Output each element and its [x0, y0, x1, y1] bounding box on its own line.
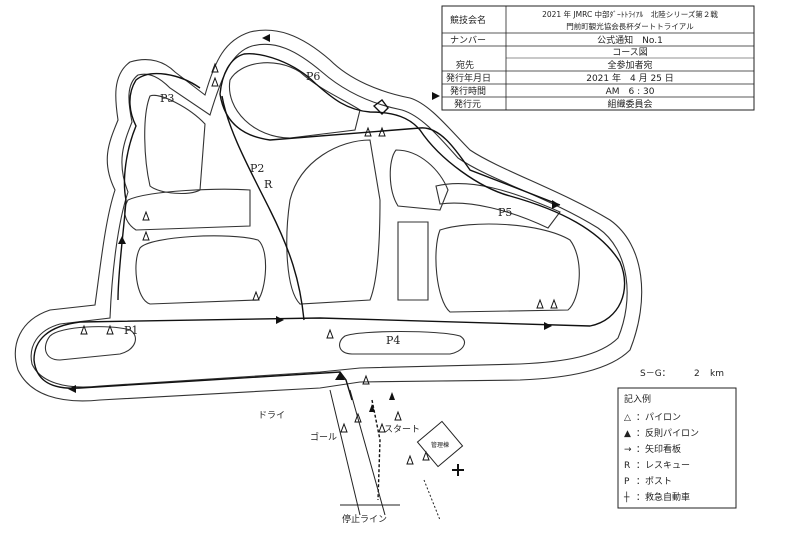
start-area: 管理棟 [329, 389, 464, 521]
distance-unit: km [710, 369, 724, 379]
header-value-date: 2021 年 4 月 25 日 [586, 72, 674, 84]
ambulance-icon [452, 464, 464, 476]
header-value-event-sub: 門前町観光協会長杯ダートトライアル [566, 21, 694, 31]
header-value-number: 公式通知 No.1 [597, 34, 663, 46]
hq-label: 管理棟 [431, 441, 449, 449]
pylon-icon [106, 324, 114, 335]
header-label-issuer: 発行元 [454, 98, 481, 110]
legend-item-symbol: P [624, 477, 630, 487]
legend-item-symbol: ▲ [624, 429, 631, 439]
goal-label: ゴール [310, 431, 337, 443]
stop-line-label: 停止ライン [342, 513, 387, 525]
header-value-issuer: 組織委員会 [607, 98, 652, 110]
legend-item-text: ：救急自動車 [636, 491, 690, 503]
header-label-date: 発行年月日 [446, 72, 491, 84]
post-label-p2: P2 [250, 162, 264, 175]
distance-value: 2 [694, 369, 700, 379]
pylon-icon [211, 76, 219, 87]
pylon-icon [550, 298, 558, 309]
arrow-sign-icon [372, 99, 389, 115]
header-value-recipient: 全参加者宛 [607, 59, 652, 71]
legend-item-text: ：反則パイロン [636, 428, 699, 439]
distance-label: S－G： [640, 369, 671, 379]
pylon-icon [536, 298, 544, 309]
pylon-icon [340, 422, 348, 433]
header-table: 競技会名 2021 年 JMRC 中部ﾀﾞｰﾄﾄﾗｲｱﾙ 北陸シリーズ第２戦 門… [441, 5, 755, 111]
pylon-icon [422, 450, 430, 461]
dry-label: ドライ [258, 410, 285, 421]
pylon-icon [362, 374, 370, 385]
pylon-icon [394, 410, 402, 421]
header-value-event: 2021 年 JMRC 中部ﾀﾞｰﾄﾄﾗｲｱﾙ 北陸シリーズ第２戦 [542, 9, 718, 19]
legend-item-symbol: ┼ [623, 491, 630, 503]
race-route [33, 53, 626, 501]
header-label-number: ナンバー [450, 35, 486, 46]
pylon-icon [326, 328, 334, 339]
legend-item-text: ：レスキュー [636, 461, 690, 471]
post-label-p3: P3 [160, 92, 174, 105]
rescue-label: R [264, 178, 273, 191]
header-label-time: 発行時間 [450, 85, 486, 97]
pylon-icon [378, 126, 386, 137]
pylon-icon [364, 126, 372, 137]
course-outline [14, 29, 643, 402]
pylon-icon [354, 412, 362, 423]
pylon-icon [80, 324, 88, 335]
post-label-p5: P5 [498, 206, 512, 219]
pylon-icon [142, 210, 150, 221]
reflective-pylon-icon [369, 404, 375, 412]
legend-item-symbol: R [624, 461, 630, 471]
legend-item-text: ：矢印看板 [636, 443, 681, 455]
direction-arrows [68, 34, 560, 393]
legend-title: 記入例 [624, 393, 651, 405]
distance-readout: S－G： 2 km [640, 369, 724, 379]
pylon-icon [252, 290, 260, 301]
pylon-icon [406, 454, 414, 465]
pylon-icon [211, 62, 219, 73]
pylon-icon [378, 422, 386, 433]
post-label-p1: P1 [124, 324, 138, 337]
reflective-pylon-icon [389, 392, 395, 400]
legend-item-text: ：ポスト [636, 476, 672, 487]
header-value-time: AM 6 : 30 [606, 87, 655, 97]
legend-box: 記入例 △ ：パイロン ▲ ：反則パイロン → ：矢印看板 R ：レスキュー P… [617, 387, 737, 509]
post-label-p4: P4 [386, 334, 400, 347]
hq-building [416, 420, 464, 468]
pylon-group [80, 62, 558, 465]
legend-item-symbol: △ [624, 413, 631, 423]
start-label: スタート [384, 424, 420, 435]
legend-item-text: ：パイロン [636, 412, 681, 423]
header-label-recipient: 宛先 [456, 59, 474, 71]
legend-item-symbol: → [624, 445, 632, 455]
header-value-title: コース図 [612, 47, 648, 58]
post-label-p6: P6 [306, 70, 320, 83]
header-label-event: 競技会名 [450, 14, 486, 26]
pylon-icon [142, 230, 150, 241]
